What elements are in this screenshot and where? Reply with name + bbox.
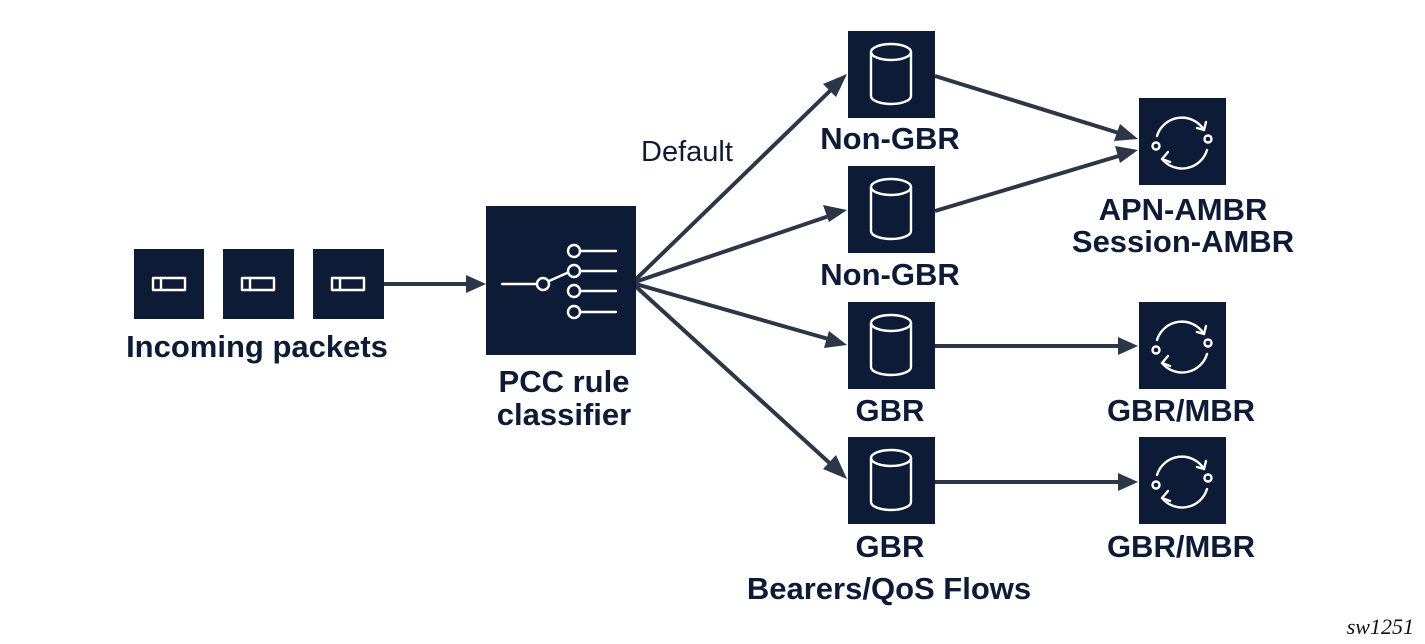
arrowhead [823,205,847,222]
policer-box [1139,302,1226,389]
group-label-bearers: Bearers/QoS Flows [747,571,1031,606]
arrowhead [1115,146,1138,163]
bearer-1: Non-GBR [820,31,960,156]
policer-box [1139,98,1226,185]
edge-bearer-1-policer-1 [934,74,1123,136]
edge-bearer-2-policer-1 [934,153,1123,213]
bearer-label: Non-GBR [820,121,959,156]
bearer-2: Non-GBR [820,166,960,292]
packet-box [223,249,294,319]
policer-label: GBR/MBR [1107,529,1255,564]
arrowhead [1118,473,1138,491]
edge-classifier-bearer-3 [631,281,833,342]
policer-label-line2: Session-AMBR [1072,224,1294,259]
packet-box [134,249,204,319]
policer-gbr-mbr-1: GBR/MBR [1107,302,1255,428]
arrowhead [1114,124,1138,141]
edges [383,74,1138,491]
arrowhead [823,74,847,97]
node-label-line1: PCC rule [499,364,630,399]
figure-id: sw1251 [1347,614,1414,639]
arrowhead [466,275,486,293]
node-pcc-rule-classifier: PCC rule classifier [486,206,636,432]
packet-box [313,249,384,319]
classifier-box [486,206,636,355]
edge-classifier-bearer-4 [630,281,837,470]
edge-classifier-bearer-2 [631,213,833,285]
switch-selector-icon [500,243,618,320]
edge-label-default: Default [641,136,733,168]
bearer-label: Non-GBR [820,257,959,292]
arrowhead [1118,337,1138,355]
policer-box [1139,437,1226,524]
policer-label: GBR/MBR [1107,393,1255,428]
node-label: Incoming packets [126,329,388,364]
node-incoming-packets: Incoming packets [126,249,388,364]
arrowhead [824,331,847,348]
bearer-label: GBR [856,529,925,564]
edge-classifier-bearer-1 [630,84,837,285]
arrowhead [823,455,847,479]
bearer-4: GBR [848,437,935,564]
policer-gbr-mbr-2: GBR/MBR [1107,437,1255,564]
bearer-3: GBR [848,302,935,428]
policer-label-line1: APN-AMBR [1099,192,1268,227]
bearer-label: GBR [856,393,925,428]
policer-apn-ambr: APN-AMBR Session-AMBR [1072,98,1294,259]
node-label-line2: classifier [497,397,631,432]
